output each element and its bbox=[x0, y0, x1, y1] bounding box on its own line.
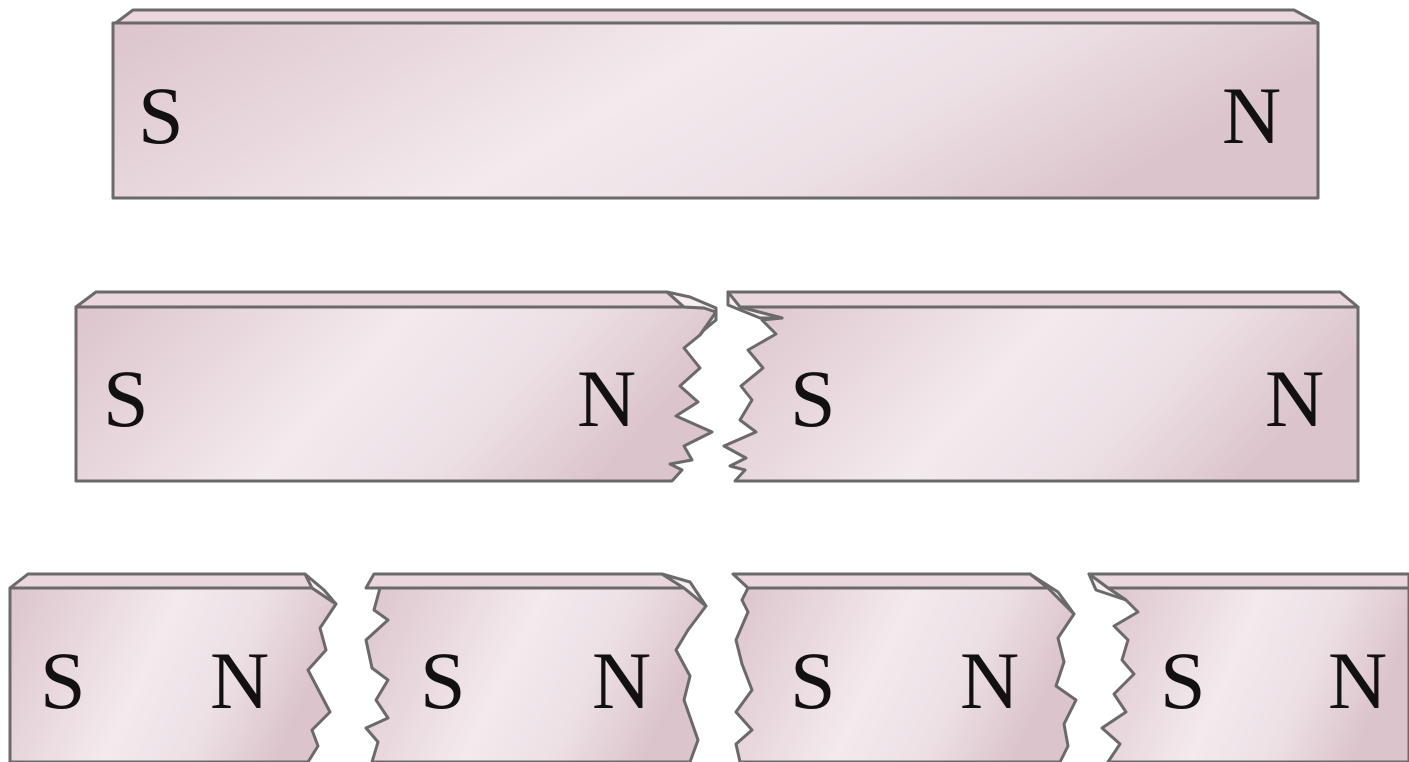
magnet-piece: S N bbox=[731, 572, 1078, 762]
south-pole-label: S bbox=[103, 353, 149, 444]
magnet-front-face bbox=[111, 21, 1320, 200]
magnet-fracture-edge bbox=[726, 290, 784, 320]
north-pole-label: N bbox=[592, 635, 651, 726]
south-pole-label: S bbox=[1160, 635, 1206, 726]
north-pole-label: N bbox=[1222, 70, 1281, 161]
magnet-top-face bbox=[1087, 572, 1409, 590]
north-pole-label: N bbox=[1265, 353, 1324, 444]
magnet-fracture-edge bbox=[665, 290, 718, 337]
north-pole-label: N bbox=[577, 353, 636, 444]
magnet-piece: S N bbox=[8, 572, 338, 762]
magnet-fracture-edge bbox=[1087, 572, 1128, 602]
north-pole-label: N bbox=[1328, 635, 1387, 726]
magnet-fracture-edge bbox=[660, 572, 708, 608]
south-pole-label: S bbox=[790, 635, 836, 726]
magnet-front-face bbox=[722, 305, 1360, 483]
magnet-top-face bbox=[726, 290, 1360, 309]
south-pole-label: S bbox=[40, 635, 86, 726]
magnet-piece: S N bbox=[74, 290, 718, 483]
north-pole-label: N bbox=[210, 635, 269, 726]
magnet-front-face bbox=[364, 586, 708, 762]
magnet-whole: S N bbox=[111, 8, 1320, 200]
magnet-top-face bbox=[74, 290, 686, 309]
south-pole-label: S bbox=[420, 635, 466, 726]
south-pole-label: S bbox=[790, 353, 836, 444]
magnet-top-face bbox=[731, 572, 1050, 590]
magnet-top-face bbox=[364, 572, 686, 590]
magnet-piece: S N bbox=[364, 572, 708, 762]
row-four-pieces: S N S N S N S N bbox=[8, 572, 1409, 762]
south-pole-label: S bbox=[138, 70, 184, 161]
magnet-fracture-edge bbox=[1028, 572, 1076, 616]
magnet-fracture-edge bbox=[303, 572, 338, 606]
row-two-pieces: S N S N bbox=[74, 290, 1360, 483]
magnet-piece: S N bbox=[1087, 572, 1409, 762]
magnet-front-face bbox=[734, 586, 1078, 762]
magnet-top-face bbox=[8, 572, 314, 590]
magnet-piece: S N bbox=[722, 290, 1360, 483]
north-pole-label: N bbox=[960, 635, 1019, 726]
row-whole-magnet: S N bbox=[111, 8, 1320, 200]
magnet-front-face bbox=[1100, 586, 1409, 762]
